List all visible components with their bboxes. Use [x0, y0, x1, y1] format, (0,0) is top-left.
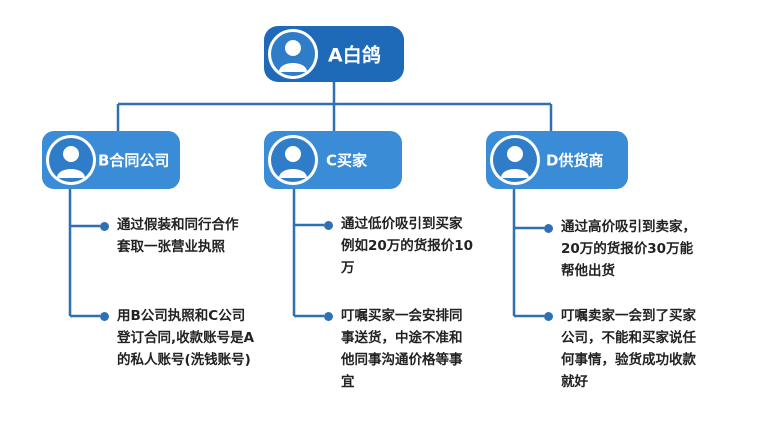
bullet-dot-icon	[324, 221, 333, 230]
text-line: 的私人账号(洗钱账号)	[117, 352, 251, 368]
person-avatar-icon	[268, 135, 318, 185]
person-avatar-icon	[46, 135, 96, 185]
text-line: 万	[341, 260, 355, 276]
root-label: A白鸽	[328, 44, 381, 67]
text-line: 例如20万的货报价10	[341, 238, 474, 254]
bullet-dot-icon	[324, 312, 333, 321]
child-b-item-1: 通过假装和同行合作 套取一张营业执照	[117, 214, 239, 258]
text-line: 通过低价吸引到买家	[341, 216, 463, 232]
bullet-dot-icon	[100, 222, 109, 231]
child-node-b: B合同公司	[42, 131, 180, 189]
child-c-item-1: 通过低价吸引到买家 例如20万的货报价10 万	[341, 213, 473, 279]
child-node-d: D供货商	[486, 131, 628, 189]
child-d-label: D供货商	[546, 151, 604, 170]
text-line: 宜	[341, 374, 355, 390]
text-line: 叮嘱卖家一会到了买家	[561, 308, 696, 324]
text-line: 套取一张营业执照	[117, 239, 225, 255]
text-line: 公司，不能和买家说任	[561, 330, 696, 346]
person-avatar-icon	[268, 29, 318, 79]
text-line: 叮嘱买家一会安排同	[341, 308, 463, 324]
text-line: 通过高价吸引到卖家，	[561, 219, 696, 235]
child-c-item-2: 叮嘱买家一会安排同 事送货，中途不准和 他同事沟通价格等事 宜	[341, 305, 463, 393]
person-avatar-icon	[490, 135, 540, 185]
child-b-item-2: 用B公司执照和C公司 登订合同,收款账号是A 的私人账号(洗钱账号)	[117, 305, 254, 371]
text-line: 事送货，中途不准和	[341, 330, 463, 346]
text-line: 用B公司执照和C公司	[117, 308, 246, 324]
text-line: 帮他出货	[561, 263, 615, 279]
text-line: 何事情，验货成功收款	[561, 352, 696, 368]
child-c-label: C买家	[326, 151, 368, 170]
text-line: 登订合同,收款账号是A	[117, 330, 255, 346]
text-line: 他同事沟通价格等事	[341, 352, 463, 368]
bullet-dot-icon	[100, 312, 109, 321]
text-line: 通过假装和同行合作	[117, 217, 239, 233]
child-node-c: C买家	[264, 131, 402, 189]
child-d-item-2: 叮嘱卖家一会到了买家 公司，不能和买家说任 何事情，验货成功收款 就好	[561, 305, 696, 393]
text-line: 就好	[561, 374, 588, 390]
text-line: 20万的货报价30万能	[561, 241, 694, 257]
bullet-dot-icon	[544, 224, 553, 233]
child-b-label: B合同公司	[98, 151, 170, 170]
child-d-item-1: 通过高价吸引到卖家， 20万的货报价30万能 帮他出货	[561, 216, 696, 282]
root-node: A白鸽	[264, 26, 404, 82]
bullet-dot-icon	[544, 312, 553, 321]
